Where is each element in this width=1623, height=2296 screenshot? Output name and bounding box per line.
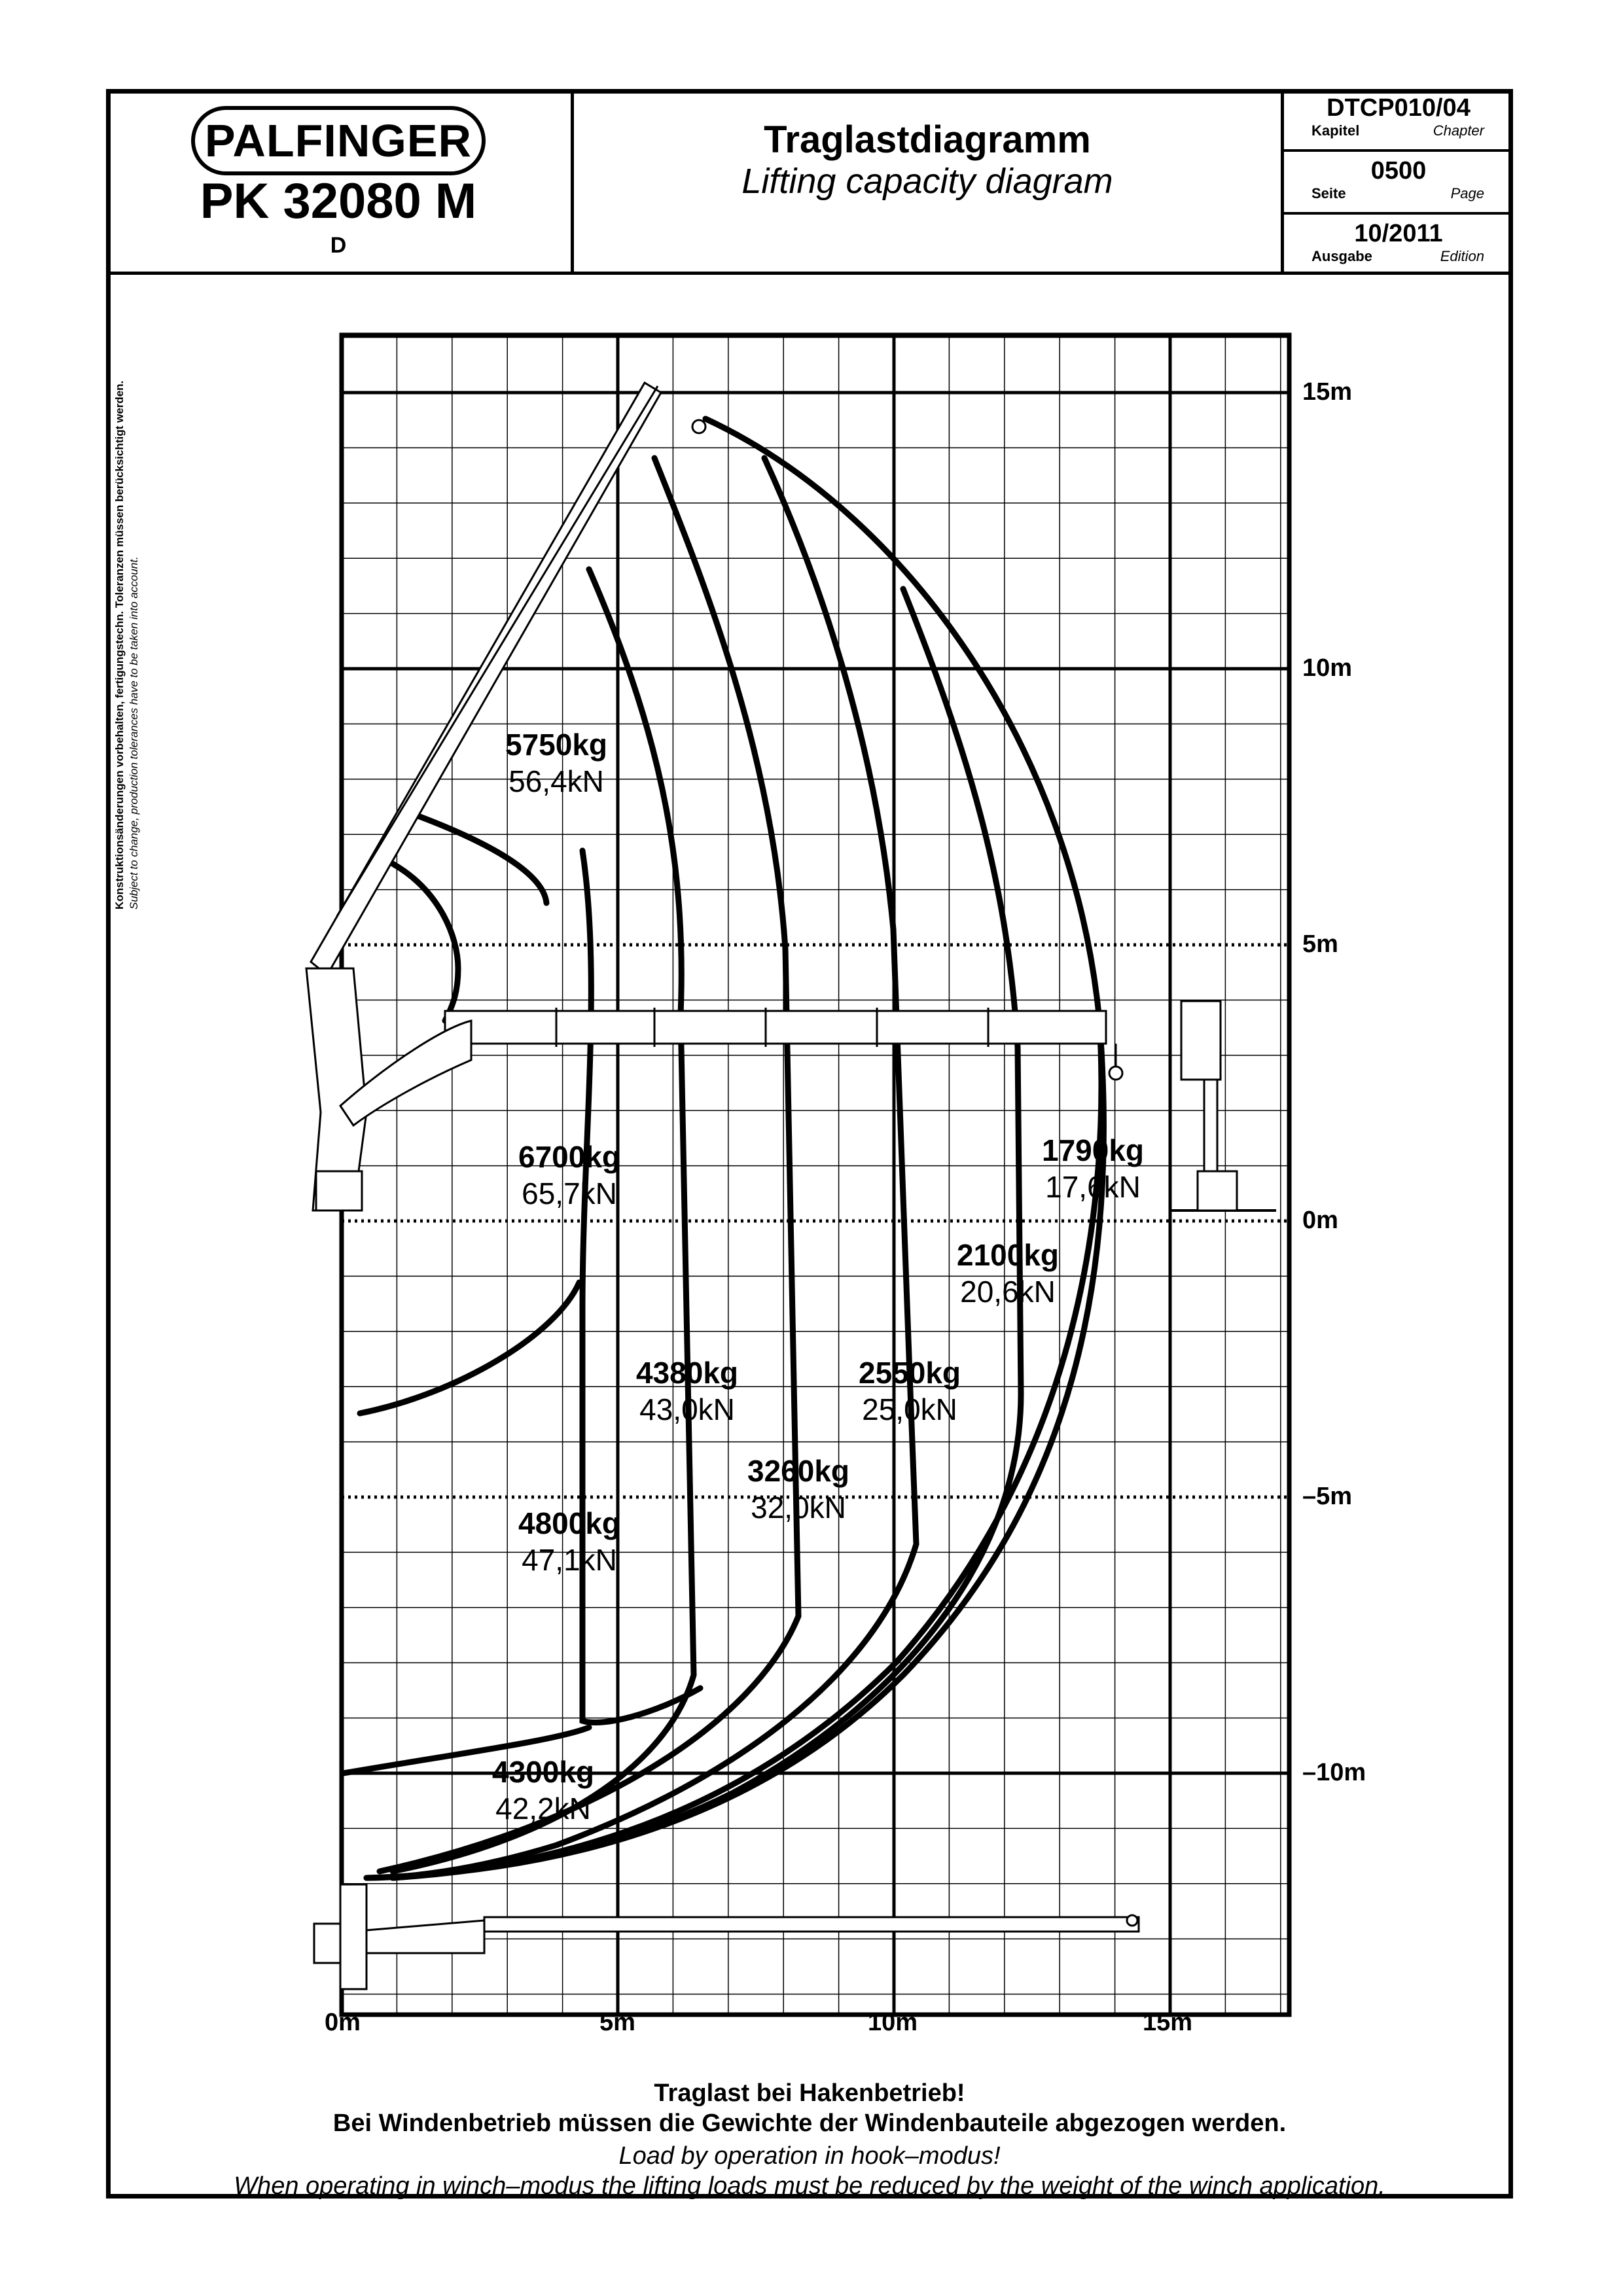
footer-note-de-2: Bei Windenbetrieb müssen die Gewichte de… bbox=[332, 2110, 1287, 2137]
diagram-title-en: Lifting capacity diagram bbox=[741, 162, 1113, 201]
zone-label: 6700kg 65,7kN bbox=[497, 1139, 641, 1212]
outer-envelope-curve bbox=[363, 415, 1107, 1881]
diagram-title-de: Traglastdiagramm bbox=[764, 118, 1091, 161]
chapter-label-en: Chapter bbox=[1433, 122, 1484, 139]
footer-note-de-1: Traglast bei Hakenbetrieb! bbox=[654, 2079, 965, 2107]
zone-kg: 3260kg bbox=[747, 1454, 849, 1488]
x-tick-5m: 5m bbox=[599, 2009, 635, 2036]
zone-kn: 17,6kN bbox=[1045, 1170, 1141, 1204]
hook-top bbox=[691, 419, 707, 434]
hook-tip bbox=[1108, 1065, 1124, 1081]
zone-kn: 43,0kN bbox=[639, 1392, 735, 1426]
boom-inclined bbox=[310, 381, 663, 977]
y-tick-m10m: –10m bbox=[1302, 1759, 1366, 1786]
zone-label: 3260kg 32,0kN bbox=[726, 1453, 870, 1526]
zone-kn: 47,1kN bbox=[522, 1543, 617, 1577]
x-tick-0m: 0m bbox=[325, 2009, 361, 2036]
zone-kn: 56,4kN bbox=[508, 764, 604, 798]
palfinger-logo: PALFINGER bbox=[191, 106, 486, 175]
edition-label-en: Edition bbox=[1440, 248, 1484, 264]
curve-2100 bbox=[389, 586, 1024, 1881]
zone-kg: 1790kg bbox=[1041, 1133, 1144, 1167]
zone-kn: 42,2kN bbox=[495, 1792, 591, 1826]
footer-note-en-2: When operating in winch–modus the liftin… bbox=[234, 2172, 1385, 2200]
zone-label: 4380kg 43,0kN bbox=[615, 1354, 759, 1428]
crane-transport-view bbox=[313, 1883, 1140, 1990]
crane-base bbox=[315, 1170, 363, 1212]
zone-kn: 25,0kN bbox=[862, 1392, 957, 1426]
zone-kg: 2100kg bbox=[956, 1238, 1059, 1272]
y-tick-m5m: –5m bbox=[1302, 1483, 1353, 1510]
footer-note-en-1: Load by operation in hook–modus! bbox=[618, 2142, 1001, 2170]
y-tick-0m: 0m bbox=[1302, 1207, 1338, 1234]
chapter-label-de: Kapitel bbox=[1311, 122, 1360, 139]
y-tick-15m: 15m bbox=[1302, 378, 1353, 406]
page-number: 0500 bbox=[1370, 157, 1427, 185]
zone-label: 1790kg 17,6kN bbox=[1021, 1132, 1165, 1205]
page-cell: 0500 Seite Page bbox=[1284, 152, 1513, 215]
zone-label: 2100kg 20,6kN bbox=[936, 1237, 1080, 1310]
curve-2550 bbox=[363, 455, 919, 1881]
zone-kg: 4380kg bbox=[635, 1356, 738, 1390]
zone-kg: 4800kg bbox=[518, 1506, 620, 1540]
zone-label: 2550kg 25,0kN bbox=[838, 1354, 982, 1428]
title-cell bbox=[571, 89, 1284, 272]
load-curves bbox=[340, 415, 1107, 1881]
curve-5750-outer bbox=[402, 808, 550, 906]
main-arm bbox=[339, 1019, 473, 1127]
crane-side-view bbox=[1171, 1000, 1276, 1212]
page-frame bbox=[106, 89, 1513, 2199]
page-label-de: Seite bbox=[1311, 185, 1346, 202]
curve-5750-inner bbox=[389, 860, 461, 1024]
zone-kn: 32,0kN bbox=[751, 1491, 846, 1525]
boom-horizontal bbox=[444, 1010, 1107, 1045]
y-tick-5m: 5m bbox=[1302, 930, 1338, 958]
crane-boom bbox=[305, 381, 1124, 1212]
edition-number: 10/2011 bbox=[1354, 220, 1443, 247]
zone-kn: 65,7kN bbox=[522, 1176, 617, 1210]
x-tick-10m: 10m bbox=[868, 2009, 918, 2036]
edition-label-de: Ausgabe bbox=[1311, 248, 1372, 264]
zone-kn: 20,6kN bbox=[960, 1275, 1056, 1309]
curve-4300 bbox=[340, 1724, 592, 1776]
x-tick-15m: 15m bbox=[1143, 2009, 1193, 2036]
title-block: PALFINGER PK 32080 M D Traglastdiagramm … bbox=[106, 89, 1513, 275]
doc-code: DTCP010/04 bbox=[1327, 94, 1471, 122]
chapter-cell: DTCP010/04 Kapitel Chapter bbox=[1284, 89, 1513, 152]
edition-cell: 10/2011 Ausgabe Edition bbox=[1284, 215, 1513, 272]
zone-kg: 2550kg bbox=[858, 1356, 961, 1390]
curve-6700 bbox=[357, 1279, 582, 1417]
y-tick-10m: 10m bbox=[1302, 654, 1353, 682]
model-name: PK 32080 M bbox=[200, 173, 477, 229]
page-label-en: Page bbox=[1450, 185, 1484, 202]
zone-kg: 6700kg bbox=[518, 1140, 620, 1174]
curve-4800 bbox=[579, 847, 704, 1725]
zone-label: 4800kg 47,1kN bbox=[497, 1505, 641, 1578]
zone-label: 5750kg 56,4kN bbox=[484, 726, 628, 800]
zone-kg: 4300kg bbox=[491, 1755, 594, 1789]
zone-label: 4300kg 42,2kN bbox=[458, 1754, 628, 1827]
zone-kg: 5750kg bbox=[505, 728, 607, 762]
model-variant: D bbox=[330, 233, 347, 258]
